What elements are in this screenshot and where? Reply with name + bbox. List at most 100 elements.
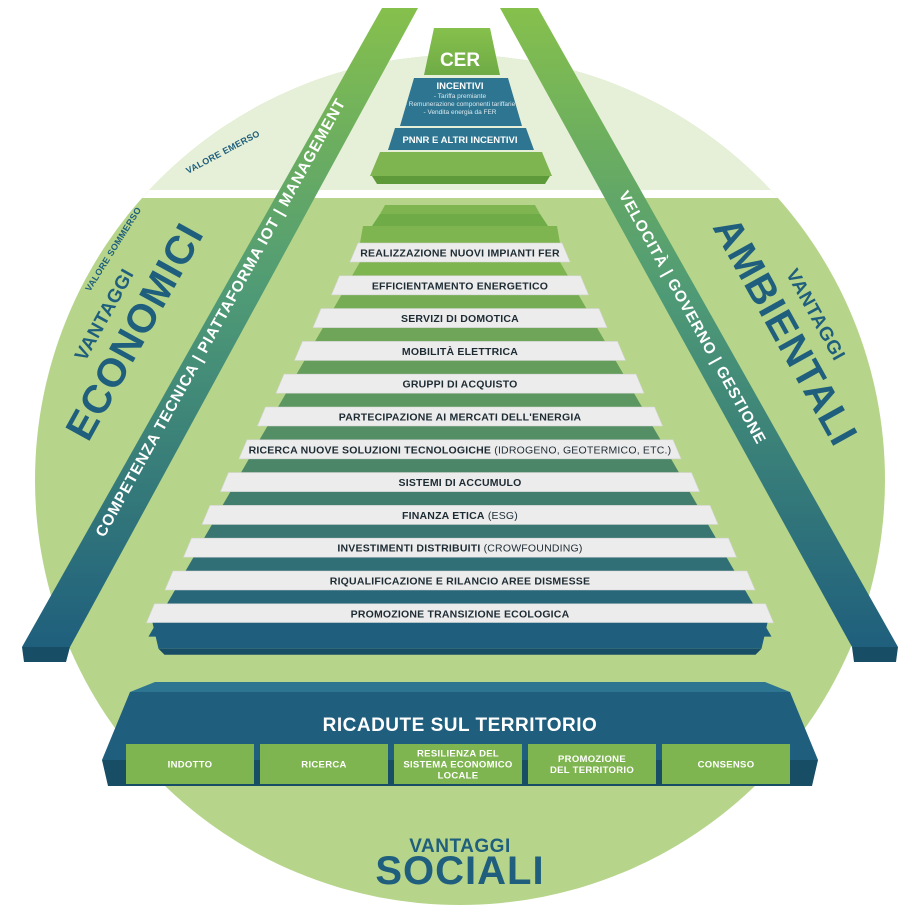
step-plate — [164, 570, 756, 591]
ricadute-box-label: INDOTTO — [168, 760, 213, 771]
ricadute-box-bg — [260, 744, 388, 784]
right-beam — [500, 8, 898, 662]
step-label: PARTECIPAZIONE AI MERCATI DELL'ENERGIA — [339, 412, 582, 424]
step-label: GRUPPI DI ACQUISTO — [402, 379, 517, 391]
step-plate — [349, 242, 571, 263]
step-plate — [146, 603, 774, 624]
step-label-main: INVESTIMENTI DISTRIBUITI — [337, 543, 480, 555]
pyramid-step: MOBILITÀ ELETTRICA — [294, 341, 626, 361]
step-plate — [238, 439, 682, 460]
sociali-big-label: SOCIALI — [375, 849, 544, 893]
pyramid-step: PROMOZIONE TRANSIZIONE ECOLOGICA — [146, 603, 774, 624]
step-label-main: EFFICIENTAMENTO ENERGETICO — [372, 280, 548, 292]
step-label-main: GRUPPI DI ACQUISTO — [402, 379, 517, 391]
pyramid-step: SERVIZI DI DOMOTICA — [312, 308, 608, 328]
step-plate — [201, 505, 719, 525]
cer-title: CER — [440, 50, 480, 71]
pyramid-apex — [380, 205, 540, 214]
step-label-main: PARTECIPAZIONE AI MERCATI DELL'ENERGIA — [339, 412, 582, 424]
left-beam — [22, 8, 418, 662]
step-band — [204, 524, 716, 539]
step-label: INVESTIMENTI DISTRIBUITI (CROWFOUNDING) — [337, 543, 582, 555]
ricadute-box: RICERCA — [260, 744, 388, 784]
pyramid-step: INVESTIMENTI DISTRIBUITI (CROWFOUNDING) — [183, 537, 737, 558]
step-plate — [275, 373, 645, 394]
step-label: MOBILITÀ ELETTRICA — [402, 345, 518, 358]
pnrr-label: PNNR E ALTRI INCENTIVI — [402, 135, 517, 146]
step-band — [167, 590, 753, 604]
step-label-main: MOBILITÀ ELETTRICA — [402, 345, 518, 358]
step-label: EFFICIENTAMENTO ENERGETICO — [372, 280, 548, 292]
ricadute-box-bg — [662, 744, 790, 784]
step-plate — [331, 275, 589, 296]
step-plate — [220, 472, 700, 492]
incentivi-item: - Remunerazione componenti tariffarie — [405, 101, 516, 108]
step-label-extra: (CROWFOUNDING) — [480, 543, 582, 555]
ricadute-box-bg — [394, 744, 522, 784]
pyramid-base — [158, 648, 762, 655]
ricadute-box: INDOTTO — [126, 744, 254, 784]
step-label: FINANZA ETICA (ESG) — [402, 510, 518, 522]
step-label-extra: (IDROGENO, GEOTERMICO, ETC.) — [491, 444, 671, 456]
step-label: SERVIZI DI DOMOTICA — [401, 313, 519, 325]
pyramid-step: REALIZZAZIONE NUOVI IMPIANTI FER — [349, 242, 571, 263]
ricadute-box: CONSENSO — [662, 744, 790, 784]
step-label-extra: (ESG) — [485, 510, 518, 522]
step-plate — [257, 406, 663, 427]
step-plate — [312, 308, 608, 328]
step-band — [315, 327, 605, 342]
ricadute-box-label: PROMOZIONE — [558, 754, 626, 765]
ricadute-box-label: SISTEMA ECONOMICO — [403, 760, 512, 771]
ricadute-box-bg — [528, 744, 656, 784]
ricadute-title: RICADUTE SUL TERRITORIO — [323, 715, 598, 736]
pyramid-base — [152, 622, 768, 649]
step-label-main: SISTEMI DI ACCUMULO — [399, 477, 522, 489]
step-band — [352, 262, 568, 276]
step-band — [296, 360, 624, 375]
step-band — [259, 426, 661, 440]
step-label: REALIZZAZIONE NUOVI IMPIANTI FER — [360, 248, 560, 260]
step-plate — [294, 341, 626, 361]
step-plate — [183, 537, 737, 558]
pyramid-step: EFFICIENTAMENTO ENERGETICO — [331, 275, 589, 296]
step-label-main: SERVIZI DI DOMOTICA — [401, 313, 519, 325]
pyramid-step: SISTEMI DI ACCUMULO — [220, 472, 700, 492]
step-band — [185, 557, 735, 571]
ricadute-box-label: RESILIENZA DEL — [417, 749, 499, 760]
step-label: PROMOZIONE TRANSIZIONE ECOLOGICA — [351, 608, 570, 620]
step-band — [333, 294, 587, 309]
step-band — [241, 458, 679, 473]
step-band — [278, 393, 642, 407]
step-label: SISTEMI DI ACCUMULO — [399, 477, 522, 489]
steps-pyramid: REALIZZAZIONE NUOVI IMPIANTI FER EFFICIEN… — [146, 205, 774, 655]
step-label: RIQUALIFICAZIONE E RILANCIO AREE DISMESS… — [330, 576, 590, 588]
ricadute-box-label: RICERCA — [301, 760, 346, 771]
step-label-main: RIQUALIFICAZIONE E RILANCIO AREE DISMESS… — [330, 576, 590, 588]
incentivi-item: - Vendita energia da FER — [424, 109, 497, 116]
pyramid-apex — [372, 214, 548, 226]
incentivi-item: - Tariffa premiante — [434, 93, 487, 100]
ricadute-box-label: CONSENSO — [698, 760, 755, 771]
ricadute-box-bg — [126, 744, 254, 784]
step-label: RICERCA NUOVE SOLUZIONI TECNOLOGICHE (ID… — [249, 444, 672, 456]
ricadute-box-label: DEL TERRITORIO — [550, 765, 634, 776]
pyramid-step: RICERCA NUOVE SOLUZIONI TECNOLOGICHE (ID… — [238, 439, 682, 460]
incentivi-title: INCENTIVI — [437, 81, 484, 92]
step-label-main: FINANZA ETICA — [402, 510, 485, 522]
ricadute-box-label: LOCALE — [438, 771, 479, 782]
pyramid-step: PARTECIPAZIONE AI MERCATI DELL'ENERGIA — [257, 406, 663, 427]
step-label-main: RICERCA NUOVE SOLUZIONI TECNOLOGICHE — [249, 444, 492, 456]
step-label-main: PROMOZIONE TRANSIZIONE ECOLOGICA — [351, 608, 570, 620]
sociali-small-label: VANTAGGI — [409, 836, 510, 857]
step-label-main: REALIZZAZIONE NUOVI IMPIANTI FER — [360, 248, 560, 260]
cer-pyramid — [370, 28, 552, 184]
step-band — [360, 226, 560, 243]
step-band — [222, 491, 698, 506]
pyramid-step: FINANZA ETICA (ESG) — [201, 505, 719, 525]
pyramid-step: RIQUALIFICAZIONE E RILANCIO AREE DISMESS… — [164, 570, 756, 591]
pyramid-step: GRUPPI DI ACQUISTO — [275, 373, 645, 394]
